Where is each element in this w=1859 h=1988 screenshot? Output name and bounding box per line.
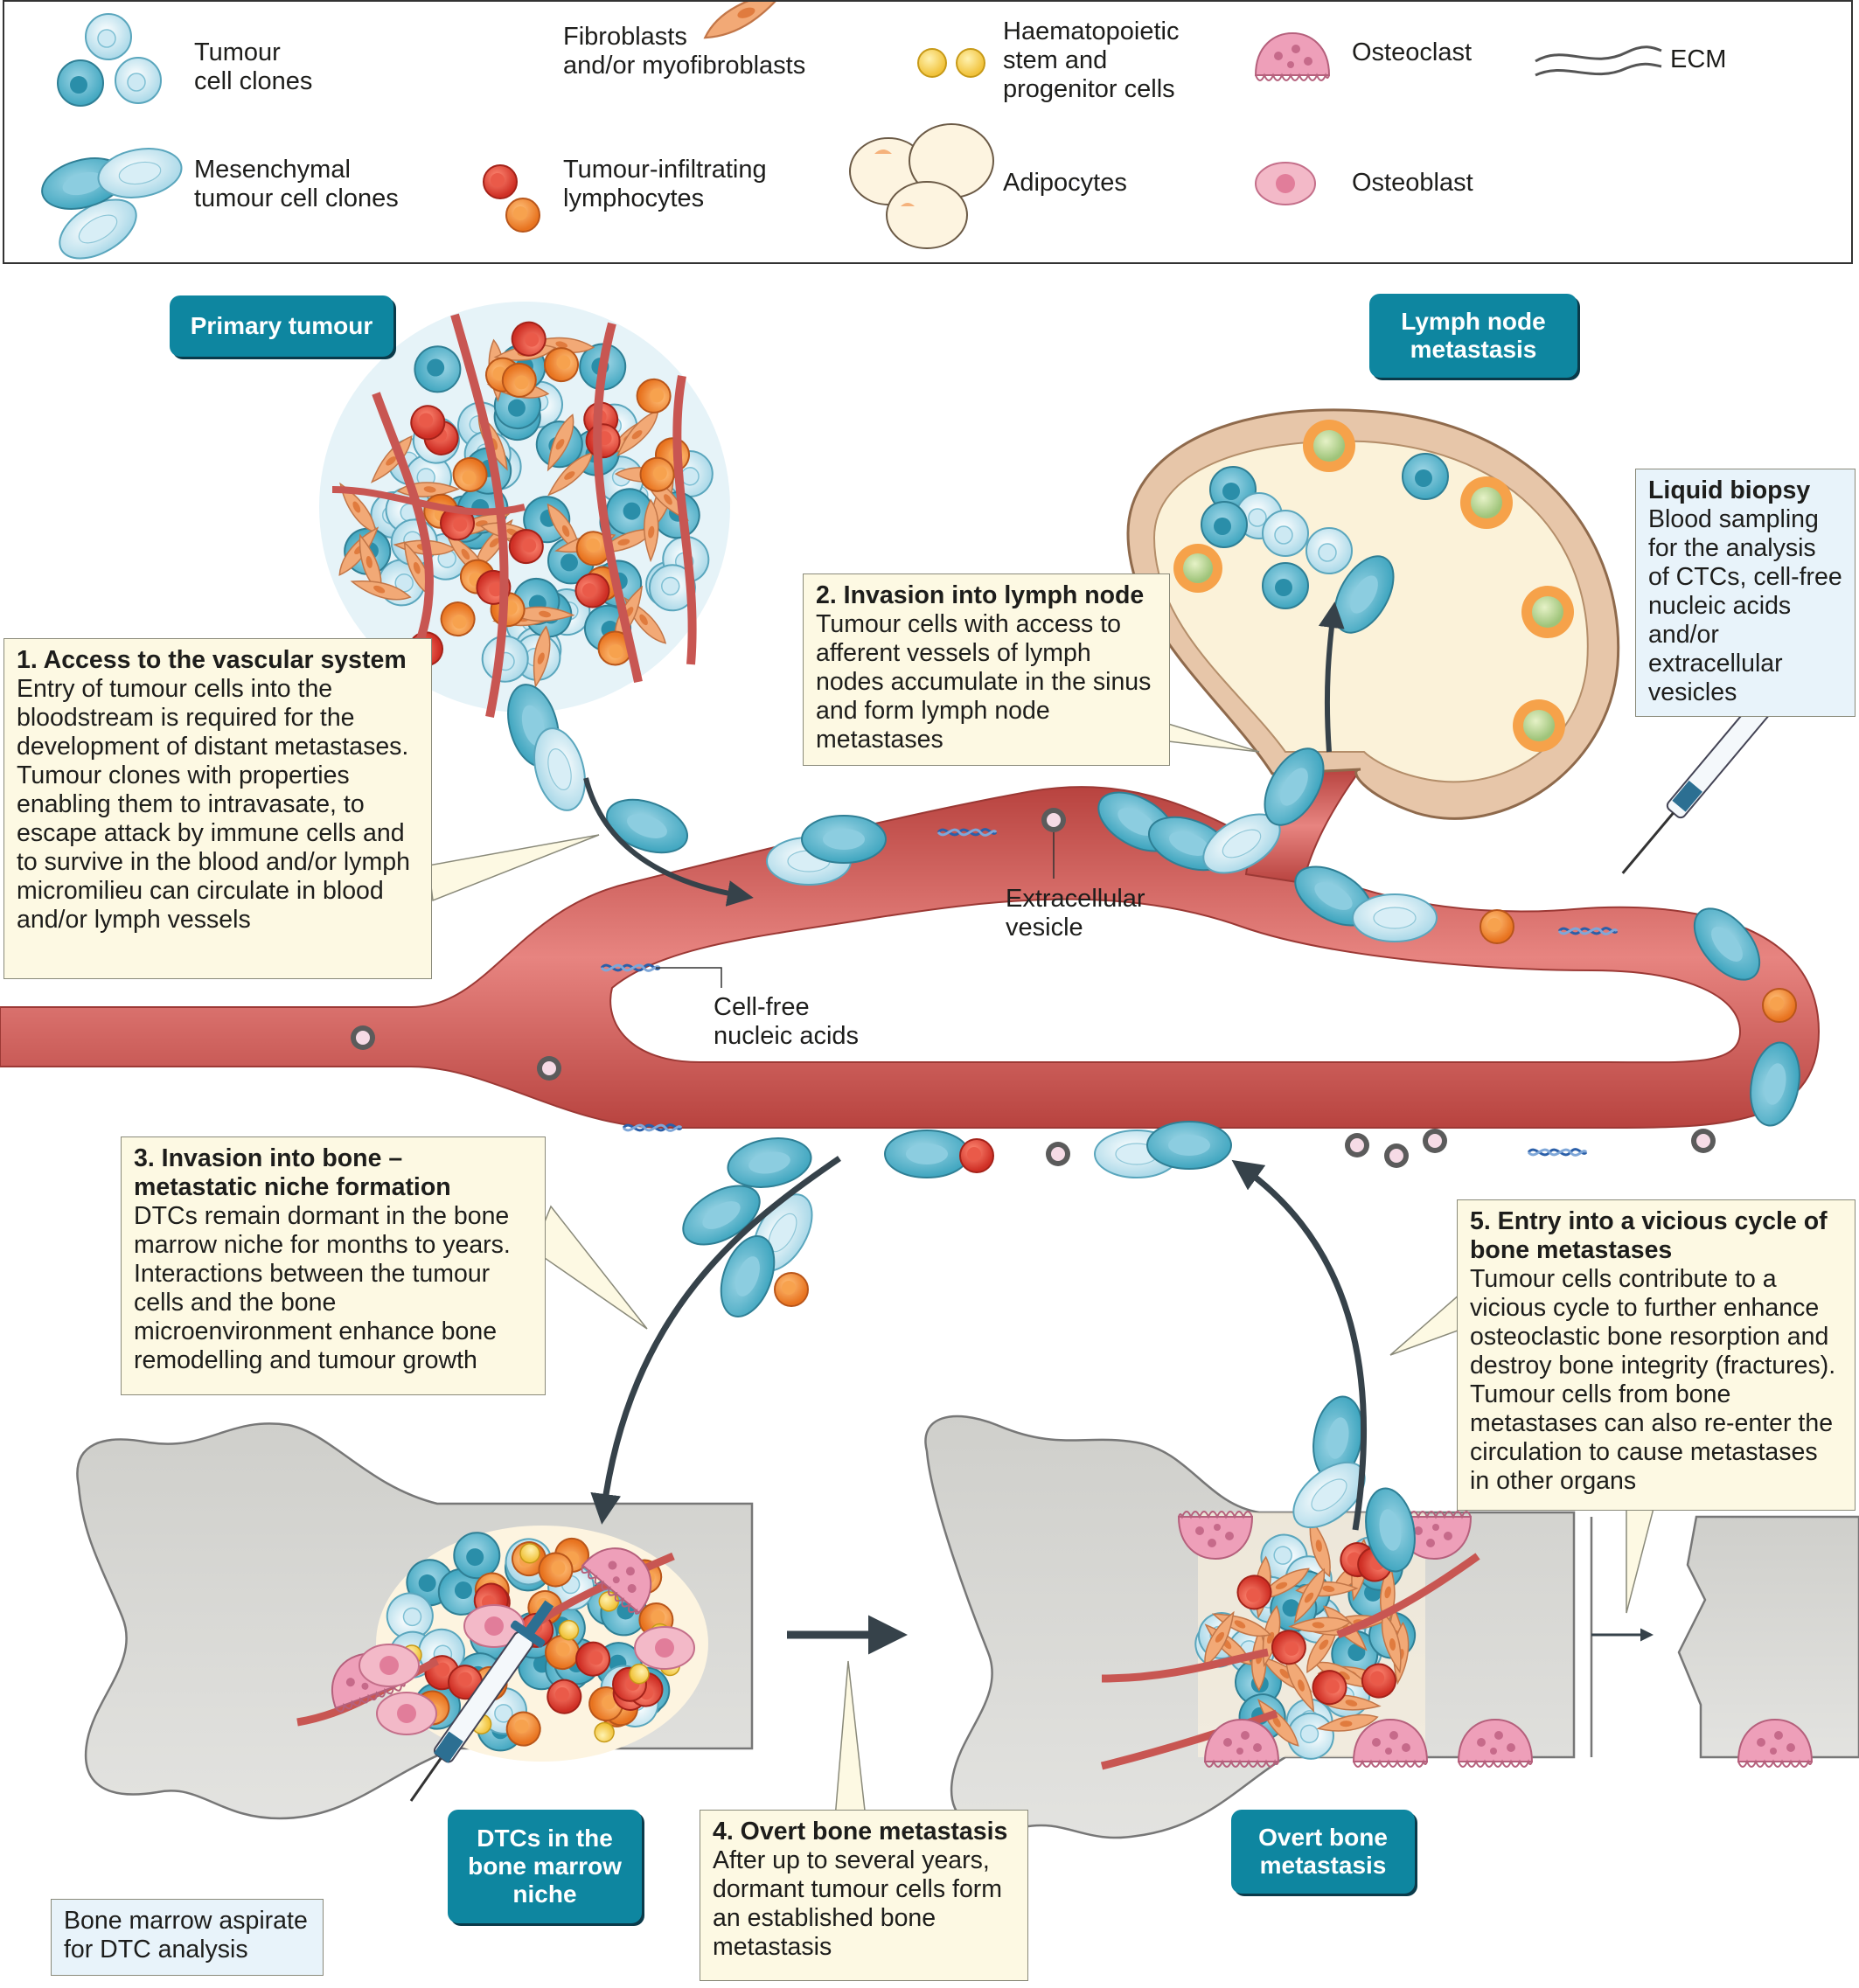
bone-fragment (1590, 1515, 1859, 1768)
legend-osteoclast: Osteoclast (1352, 38, 1472, 66)
legend-tumour-cell-clones: Tumour cell clones (194, 38, 313, 95)
step-1-body: Entry of tumour cells into the bloodstre… (17, 675, 410, 934)
tag-lymph-node-metastasis: Lymph node metastasis (1369, 294, 1577, 378)
bone-marrow-aspirate-box: Bone marrow aspirate for DTC analysis (51, 1899, 324, 1976)
cluster-cell (585, 422, 621, 459)
flow-arrows (590, 1156, 1654, 1655)
liquid-biopsy-title: Liquid biopsy (1648, 476, 1811, 504)
liquid-biopsy-body: Blood sampling for the analysis of CTCs,… (1648, 505, 1842, 706)
legend-icons (35, 0, 1662, 272)
step-5-body: Tumour cells contribute to a vicious cyc… (1470, 1265, 1836, 1495)
circulating-cells (351, 737, 1807, 1325)
bone-left (76, 1422, 754, 1820)
tag-overt-bone-metastasis: Overt bone metastasis (1231, 1810, 1415, 1894)
step-1-title: 1. Access to the vascular system (17, 646, 407, 674)
step-3-body: DTCs remain dormant in the bone marrow n… (134, 1202, 511, 1374)
primary-tumour (319, 302, 754, 907)
legend-ecm: ECM (1670, 45, 1727, 73)
legend-mesenchymal: Mesenchymal tumour cell clones (194, 156, 399, 212)
legend-fibroblasts: Fibroblasts and/or myofibroblasts (563, 23, 806, 80)
step-2-title: 2. Invasion into lymph node (816, 581, 1145, 609)
step-5-box: 5. Entry into a vicious cycle of bone me… (1457, 1199, 1856, 1511)
step-3-title: 3. Invasion into bone – metastatic niche… (134, 1144, 451, 1201)
step-4-title: 4. Overt bone metastasis (713, 1818, 1008, 1846)
bone-right (924, 1392, 1576, 1839)
tag-primary-tumour: Primary tumour (170, 295, 393, 357)
syringe-bone-marrow (409, 1600, 554, 1802)
step-2-body: Tumour cells with access to afferent ves… (816, 610, 1152, 754)
step-1-box: 1. Access to the vascular system Entry o… (3, 638, 432, 979)
label-cell-free-nucleic-acids: Cell-free nucleic acids (714, 993, 860, 1050)
legend-adipocytes: Adipocytes (1003, 169, 1127, 197)
lymph-node (1126, 408, 1620, 820)
step-2-box: 2. Invasion into lymph node Tumour cells… (803, 573, 1170, 766)
liquid-biopsy-box: Liquid biopsy Blood sampling for the ana… (1635, 469, 1856, 717)
legend-frame (3, 0, 1853, 264)
legend-osteoblast: Osteoblast (1352, 169, 1473, 197)
step-3-box: 3. Invasion into bone – metastatic niche… (121, 1136, 546, 1395)
step-4-body: After up to several years, dormant tumou… (713, 1846, 1003, 1961)
step-4-box: 4. Overt bone metastasis After up to sev… (700, 1810, 1028, 1981)
legend-hspc: Haematopoietic stem and progenitor cells (1003, 17, 1180, 103)
label-extracellular-vesicle: Extracellular vesicle (1006, 885, 1145, 942)
legend-til: Tumour-infiltrating lymphocytes (563, 156, 767, 212)
tag-dtcs-niche: DTCs in the bone marrow niche (448, 1810, 642, 1923)
step-5-title: 5. Entry into a vicious cycle of bone me… (1470, 1207, 1828, 1264)
